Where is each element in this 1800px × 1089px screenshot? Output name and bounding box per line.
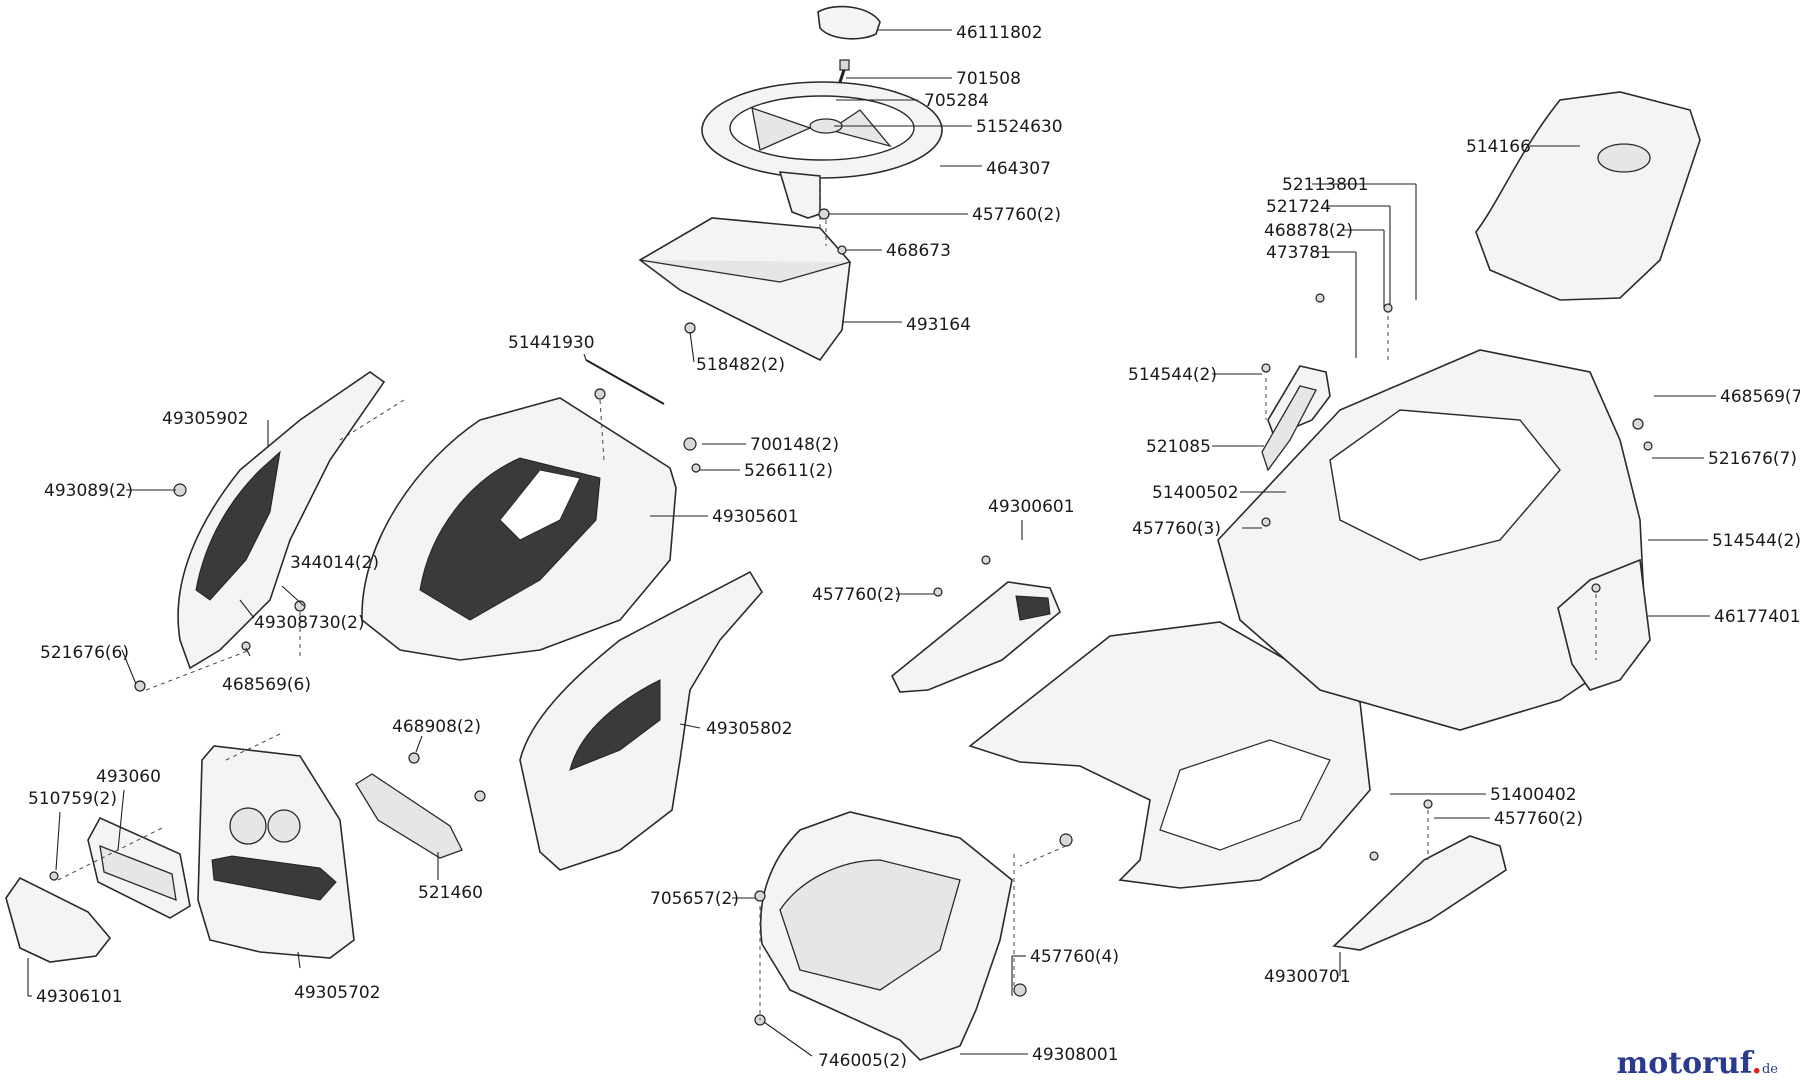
label-746005-2: 746005(2) (818, 1051, 907, 1071)
rear-fender-part (1217, 349, 1645, 731)
rear-side-panel-part (1557, 558, 1651, 691)
label-510759-2: 510759(2) (28, 789, 117, 809)
headlight-cover-part (87, 816, 191, 919)
label-701508: 701508 (956, 69, 1021, 89)
label-457760-2-right: 457760(2) (1494, 809, 1583, 829)
label-493089-2: 493089(2) (44, 481, 133, 501)
brand-tld: de (1761, 1062, 1778, 1077)
label-526611-2: 526611(2) (744, 461, 833, 481)
dashboard-base-part (759, 811, 1013, 1061)
label-49300701: 49300701 (1264, 967, 1351, 987)
label-49308001: 49308001 (1032, 1045, 1119, 1065)
label-344014-2: 344014(2) (290, 553, 379, 573)
label-52113801: 52113801 (1282, 175, 1369, 195)
brand-dot: . (1751, 1046, 1762, 1081)
front-bumper-part (197, 745, 355, 959)
label-700148-2: 700148(2) (750, 435, 839, 455)
label-49308730-2: 49308730(2) (254, 613, 365, 633)
rear-footrest-part (1332, 835, 1507, 951)
bracket-part (355, 773, 463, 859)
label-493060: 493060 (96, 767, 161, 787)
leader-lines (27, 29, 1716, 1057)
label-51441930: 51441930 (508, 333, 595, 353)
label-49305902: 49305902 (162, 409, 249, 429)
left-footrest-part (890, 581, 1061, 693)
right-side-panel-part (519, 570, 763, 871)
rod-part (585, 359, 665, 405)
brand-name: motoruf (1616, 1046, 1752, 1081)
label-705657-2: 705657(2) (650, 889, 739, 909)
label-49300601: 49300601 (988, 497, 1075, 517)
left-front-panel-part (177, 371, 386, 670)
label-468673: 468673 (886, 241, 951, 261)
label-514166: 514166 (1466, 137, 1531, 157)
label-457760-4: 457760(4) (1030, 947, 1119, 967)
part-labels: 46111802 701508 705284 51524630 464307 4… (28, 23, 1800, 1071)
steering-wheel-part (701, 81, 943, 219)
label-521676-6: 521676(6) (40, 643, 129, 663)
steering-column-cover-part (638, 176, 851, 362)
label-514544-2-left: 514544(2) (1128, 365, 1217, 385)
front-lip-part (5, 876, 112, 963)
label-468878-2: 468878(2) (1264, 221, 1353, 241)
label-521724: 521724 (1266, 197, 1331, 217)
hood-part (361, 397, 677, 661)
label-468908-2: 468908(2) (392, 717, 481, 737)
steering-cap-part (817, 5, 881, 40)
label-518482-2: 518482(2) (696, 355, 785, 375)
label-705284: 705284 (924, 91, 989, 111)
label-49306101: 49306101 (36, 987, 123, 1007)
label-46111802: 46111802 (956, 23, 1043, 43)
seat-part (1475, 91, 1701, 301)
label-521676-7: 521676(7) (1708, 449, 1797, 469)
label-473781: 473781 (1266, 243, 1331, 263)
label-51524630: 51524630 (976, 117, 1063, 137)
label-49305601: 49305601 (712, 507, 799, 527)
assembly-lines (57, 220, 1597, 1020)
floor-pan-part (968, 621, 1371, 889)
brand-logo: motoruf.de (1616, 1046, 1778, 1081)
label-464307: 464307 (986, 159, 1051, 179)
label-51400402: 51400402 (1490, 785, 1577, 805)
label-457760-2-top: 457760(2) (972, 205, 1061, 225)
label-468569-7: 468569(7) (1720, 387, 1800, 407)
label-521085: 521085 (1146, 437, 1211, 457)
label-493164: 493164 (906, 315, 971, 335)
label-49305802: 49305802 (706, 719, 793, 739)
label-457760-2-left: 457760(2) (812, 585, 901, 605)
label-468569-6: 468569(6) (222, 675, 311, 695)
label-49305702: 49305702 (294, 983, 381, 1003)
label-46177401: 46177401 (1714, 607, 1800, 627)
fasteners (49, 208, 1653, 1026)
hinge-part (1261, 385, 1317, 472)
label-51400502: 51400502 (1152, 483, 1239, 503)
label-457760-3: 457760(3) (1132, 519, 1221, 539)
label-521460: 521460 (418, 883, 483, 903)
label-514544-2-right: 514544(2) (1712, 531, 1800, 551)
